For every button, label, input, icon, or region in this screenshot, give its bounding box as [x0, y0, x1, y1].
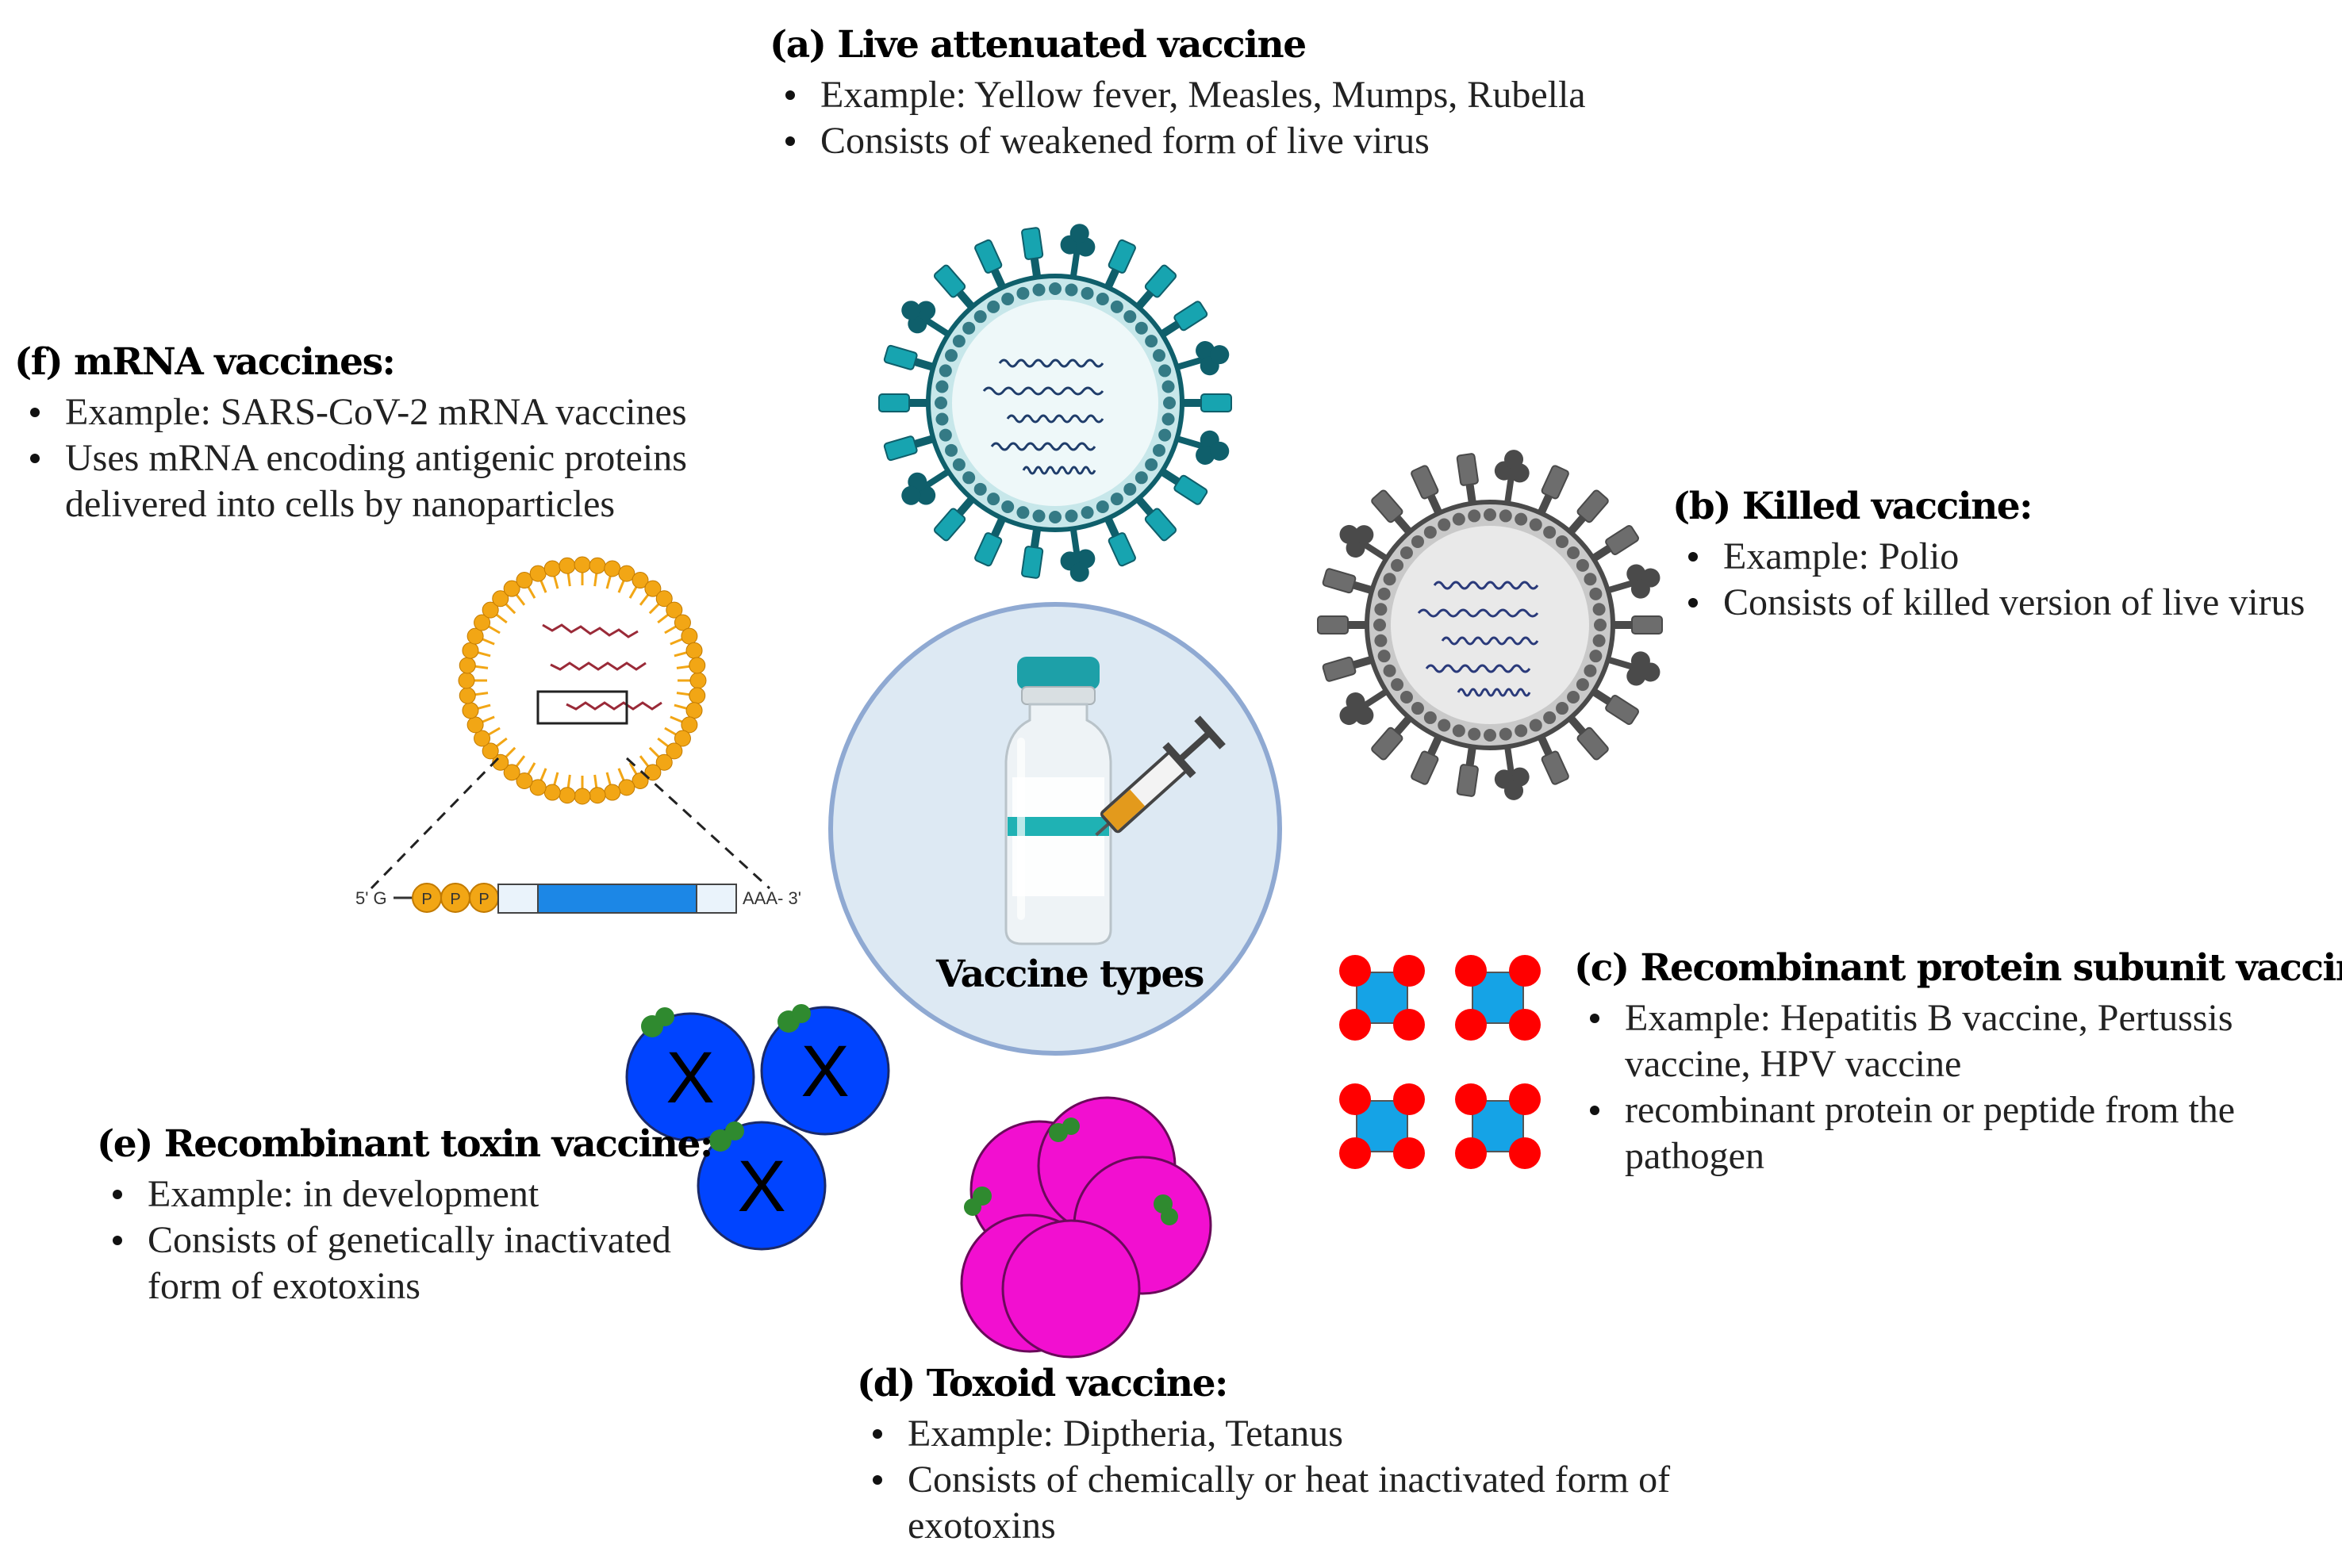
- block-protein-subunit: (c) Recombinant protein subunit vaccine …: [1574, 945, 2342, 1179]
- title-killed: (b) Killed vaccine:: [1672, 485, 2033, 528]
- protein-subunit-icons: [1339, 955, 1541, 1169]
- title-live-attenuated: (a) Live attenuated vaccine: [770, 23, 1307, 67]
- center-vaccine-illustration: [828, 602, 1282, 1056]
- toxin-x-1: X: [666, 1037, 714, 1118]
- bullet-live-desc: Consists of weakened form of live virus: [785, 118, 1611, 164]
- cap-p3: P: [478, 891, 489, 908]
- phosphate-cap: P P P: [412, 883, 499, 913]
- cap-p1: P: [421, 891, 432, 908]
- title-recombinant-toxin: (e) Recombinant toxin vaccine:: [97, 1122, 713, 1166]
- title-toxoid: (d) Toxoid vaccine:: [857, 1362, 1228, 1405]
- vial-icon: [1004, 657, 1112, 945]
- live-virus-icon: [878, 224, 1232, 582]
- block-mrna: (f) mRNA vaccines: Example: SARS-CoV-2 m…: [14, 339, 808, 527]
- bullet-killed-desc: Consists of killed version of live virus: [1688, 580, 2342, 626]
- lipid-nanoparticle-icon: [458, 556, 707, 805]
- toxoid-icon: [960, 1096, 1212, 1359]
- cap-p2: P: [450, 891, 460, 908]
- mrna-construct: 5' G P P P AAA- 3': [355, 757, 801, 914]
- coding-region: [537, 884, 697, 914]
- bullet-subunit-desc: recombinant protein or peptide from the …: [1590, 1087, 2342, 1179]
- block-recombinant-toxin: (e) Recombinant toxin vaccine: Example: …: [97, 1121, 713, 1309]
- toxin-x-2: X: [801, 1031, 849, 1112]
- bullet-live-example: Example: Yellow fever, Measles, Mumps, R…: [785, 72, 1611, 118]
- bullet-toxin-example: Example: in development: [113, 1171, 684, 1217]
- title-protein-subunit: (c) Recombinant protein subunit vaccine: [1574, 946, 2342, 990]
- title-mrna: (f) mRNA vaccines:: [14, 340, 396, 384]
- bullet-subunit-example: Example: Hepatitis B vaccine, Pertussis …: [1590, 995, 2342, 1087]
- block-live-attenuated: (a) Live attenuated vaccine Example: Yel…: [770, 22, 1611, 164]
- bullet-toxin-desc: Consists of genetically inactivated form…: [113, 1217, 684, 1309]
- block-toxoid: (d) Toxoid vaccine: Example: Diptheria, …: [857, 1361, 1714, 1549]
- center-label-wrap: Vaccine types: [936, 952, 1204, 997]
- bullet-toxoid-example: Example: Diptheria, Tetanus: [873, 1411, 1714, 1457]
- five-prime-label: 5' G: [355, 888, 387, 908]
- toxin-x-3: X: [737, 1146, 785, 1227]
- utr-5: [497, 884, 539, 914]
- bullet-toxoid-desc: Consists of chemically or heat inactivat…: [873, 1457, 1714, 1549]
- bullet-killed-example: Example: Polio: [1688, 534, 2342, 580]
- killed-virus-icon: [1317, 450, 1663, 800]
- block-killed: (b) Killed vaccine: Example: Polio Consi…: [1672, 484, 2342, 626]
- three-prime-label: AAA- 3': [743, 888, 801, 908]
- bullet-mrna-example: Example: SARS-CoV-2 mRNA vaccines: [30, 389, 808, 435]
- center-label: Vaccine types: [936, 953, 1204, 996]
- syringe-icon: [1095, 715, 1226, 837]
- utr-3: [696, 884, 737, 914]
- recombinant-toxin-icon: X X X: [625, 1004, 890, 1251]
- bullet-mrna-desc: Uses mRNA encoding antigenic proteins de…: [30, 435, 808, 527]
